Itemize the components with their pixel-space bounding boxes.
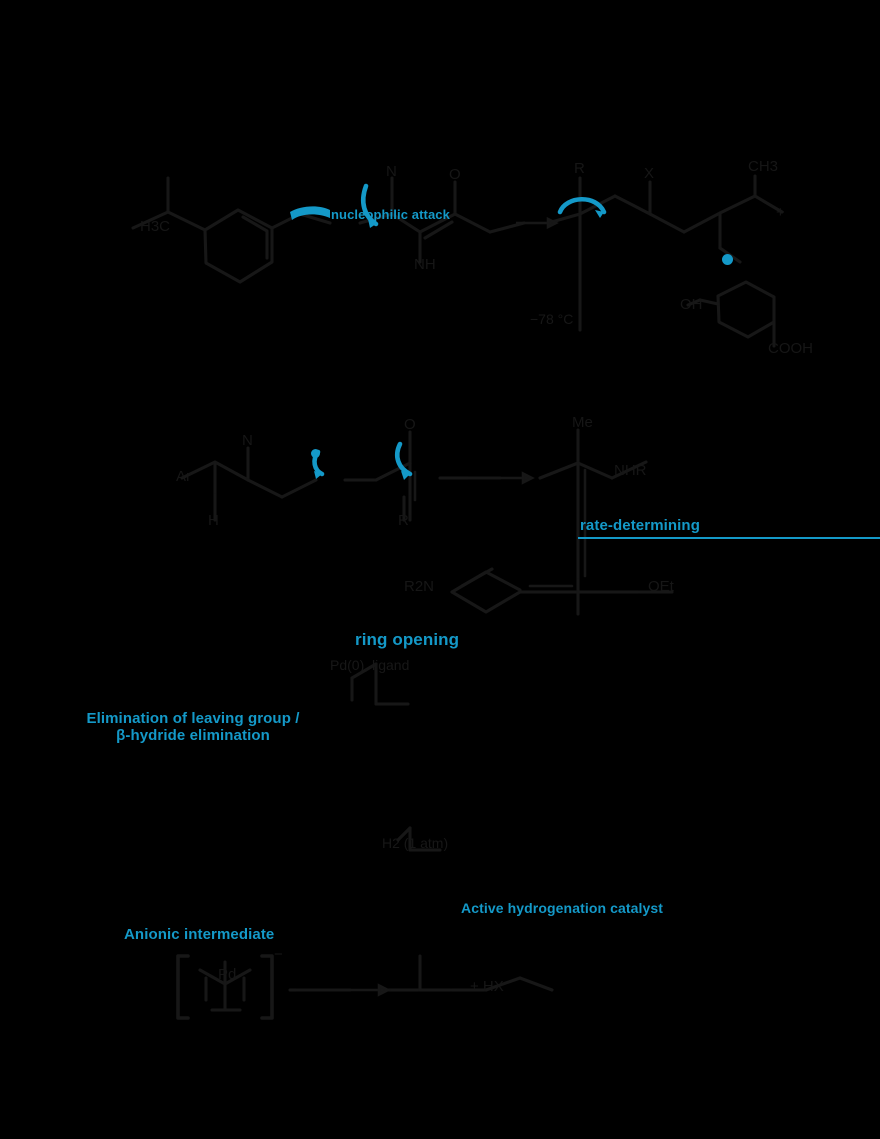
bracket-open [176, 954, 190, 1020]
curved-arrow-2 [557, 197, 607, 215]
atom-label-s2-r: R' [398, 512, 412, 529]
atom-label-s1-cooh: COOH [768, 340, 813, 357]
atom-label-s2-o: O [404, 416, 416, 433]
atom-label-s3-oet: OEt [648, 578, 674, 595]
atom-label-s1-me2: CH3 [748, 158, 779, 175]
atom-label-s1-nh: NH [414, 256, 436, 273]
annotation-nucleophilic-attack: nucleophilic attack [331, 207, 450, 222]
atom-label-s2-n: N [242, 432, 253, 449]
elimination-line1: Elimination of leaving group / [86, 710, 300, 727]
annotation-rate-determining: rate-determining [580, 517, 700, 534]
reagent-step2-above: Pd(0), ligand [330, 657, 410, 673]
atom-label-s2-nhr: NHR [614, 462, 647, 479]
atom-label-s1-plus: + [776, 204, 785, 221]
nucleophile-marker [290, 206, 330, 220]
annotation-ring-opening: ring opening [355, 630, 460, 649]
atom-label-s1-r: R [574, 160, 585, 177]
annotation-transition-state: Active hydrogenation catalyst [461, 900, 664, 916]
curved-arrow-1 [361, 183, 379, 227]
atom-label-s2-me: Me [572, 414, 593, 431]
atom-label-s4-charge: − [274, 946, 283, 963]
reagent-step3-above: H2 (1 atm) [382, 835, 449, 851]
atom-label-s4-pd: Pd [218, 966, 237, 983]
electron-pushing-arrows [312, 183, 607, 477]
curved-arrow-3 [395, 441, 413, 477]
atom-label-s3-r2n: R2N [404, 578, 435, 595]
atom-label-s4-right: + HX [470, 978, 504, 995]
atom-label-s2-h: H [208, 512, 219, 529]
elimination-line2: β-hydride elimination [116, 726, 270, 744]
radical-dot [722, 254, 733, 265]
bracket-close [260, 954, 274, 1020]
atom-label-s1-o: O [449, 166, 461, 183]
atom-label-s1-x: X [644, 165, 655, 182]
annotation-elimination-pathway: Elimination of leaving group / β-hydride… [78, 710, 308, 745]
atom-label-s1-me: H3C [140, 218, 171, 235]
electron-arrowheads [314, 210, 604, 480]
ring-left [203, 208, 274, 284]
lone-pair-dot [311, 449, 320, 458]
atom-label-s1-oh: OH [680, 296, 703, 313]
annotation-intermediate: Anionic intermediate [124, 926, 275, 943]
atom-label-s2-ar: Ar [176, 468, 191, 485]
reagent-step1-below: −78 °C [530, 311, 574, 327]
atom-label-s1-n: N [386, 163, 397, 180]
